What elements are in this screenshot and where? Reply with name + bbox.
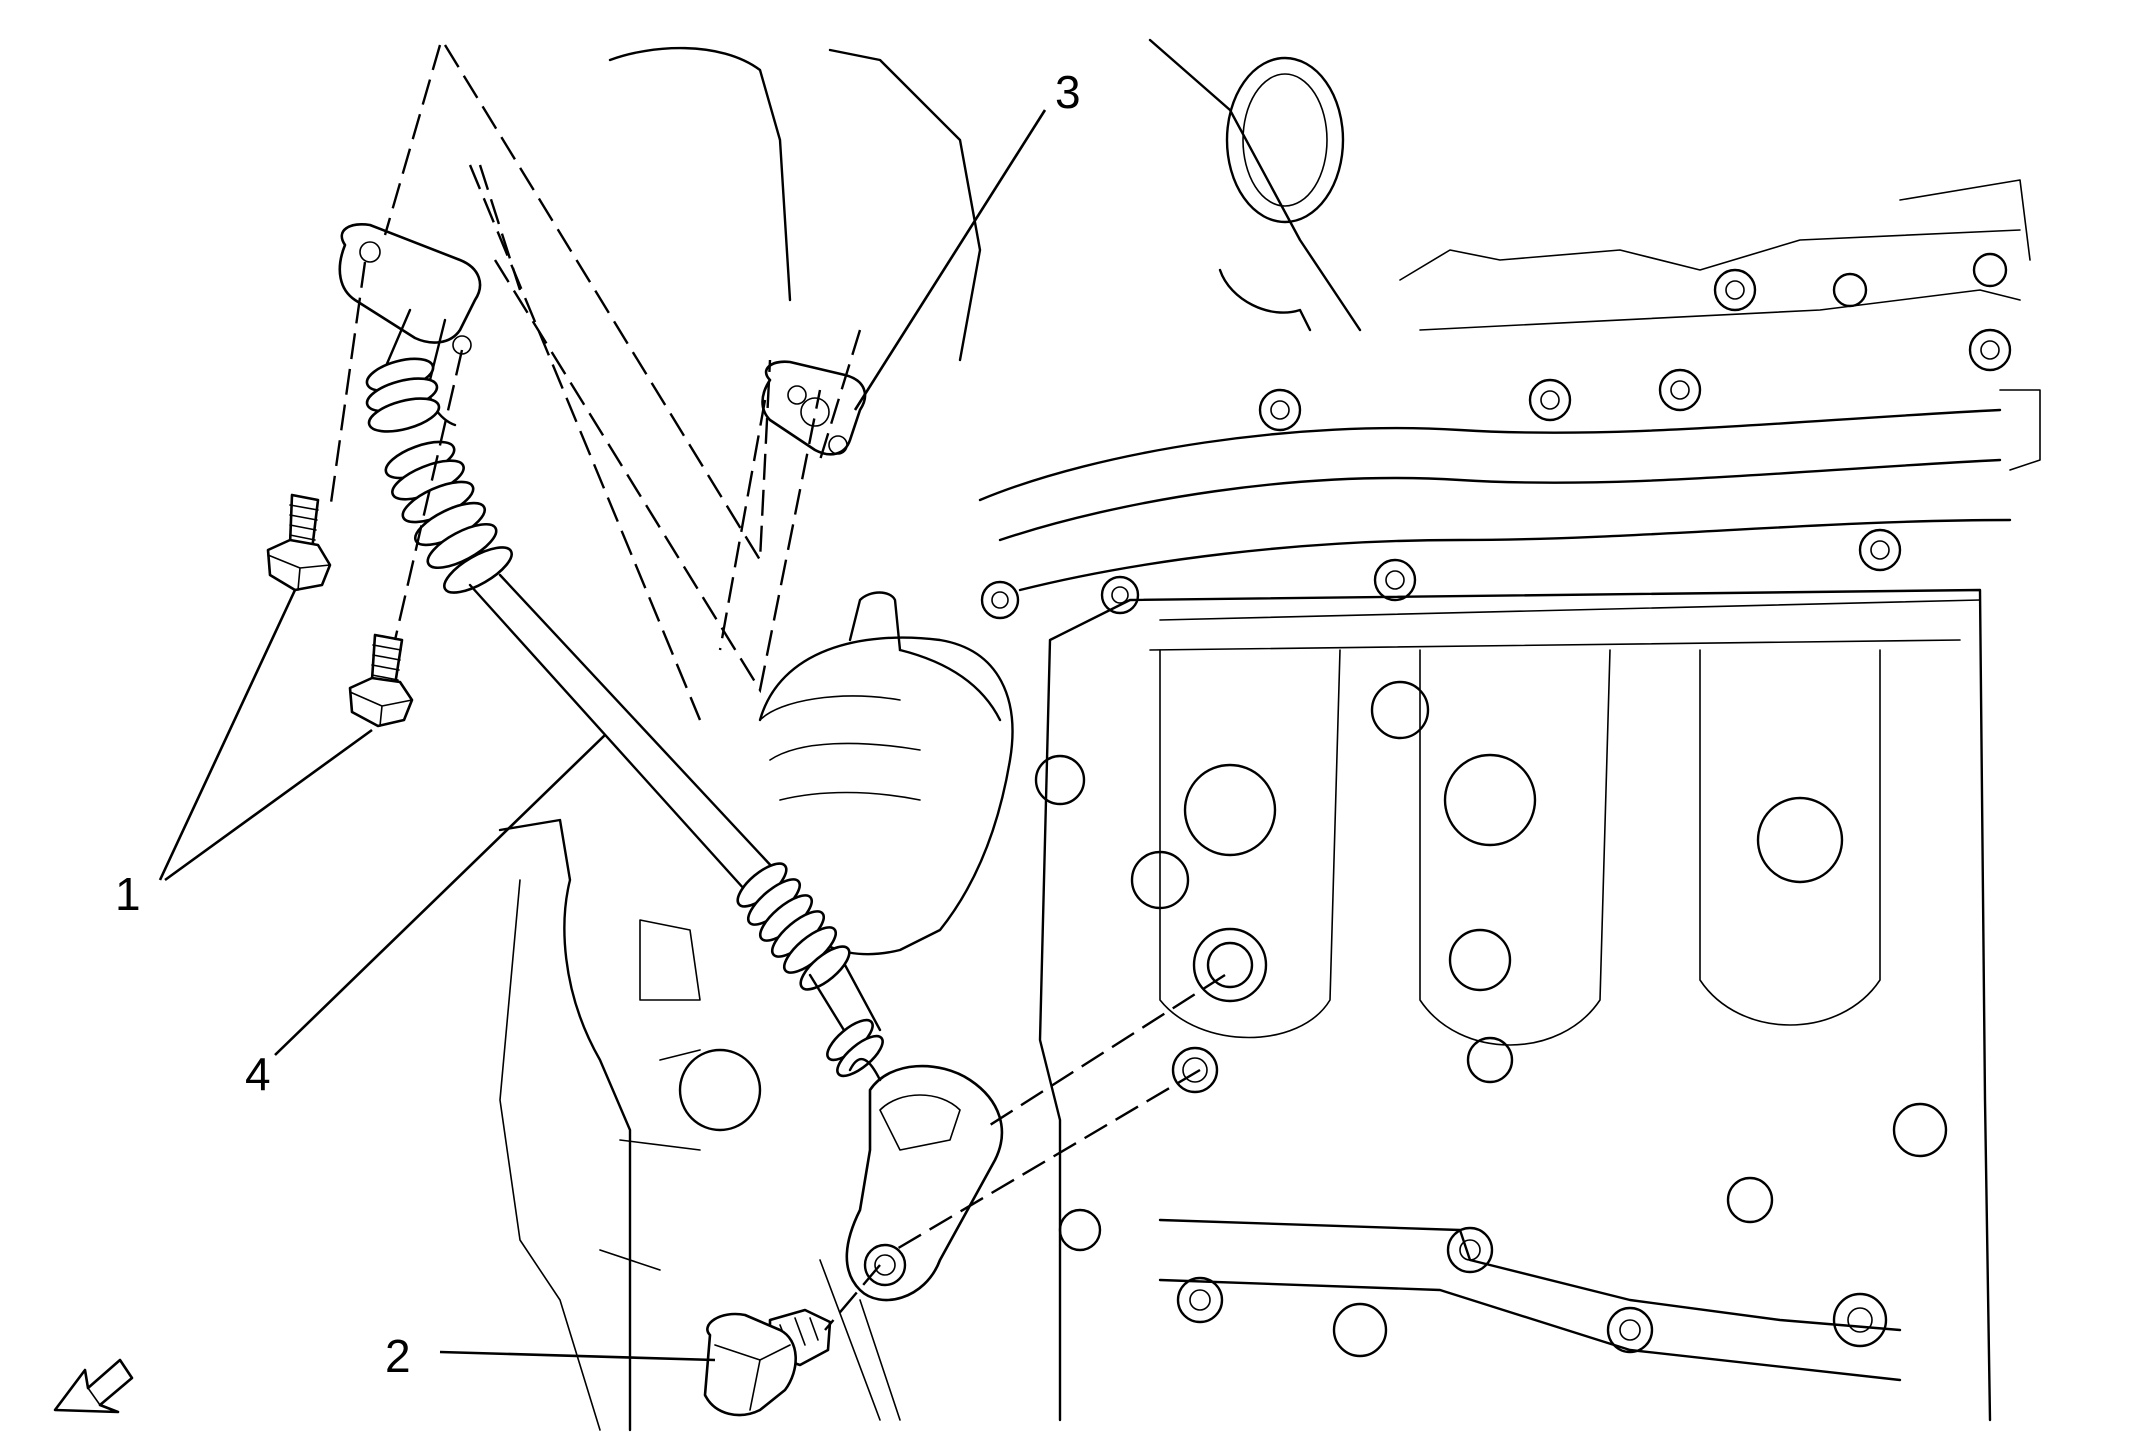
leader-1a [158,589,297,881]
upper-flange-bolts [266,493,414,728]
leader-2 [439,1350,716,1362]
callout-4: 4 [245,1048,271,1100]
callout-2: 2 [385,1330,411,1382]
block-oil-port [1171,927,1268,1094]
leader-1b [164,728,373,882]
bolt-upper-b [348,633,414,728]
view-direction-arrow-icon [53,1358,134,1414]
engine-block [498,38,2041,1432]
callout-1: 1 [115,868,141,920]
callout-3: 3 [1055,66,1081,118]
alignment-lines [328,44,1226,1331]
bolt-upper-a [266,493,332,592]
turbocharger-housing [758,591,1014,956]
lower-flange-bolt [703,1308,832,1417]
pipe-flex-coils-upper [365,357,513,594]
head-bolts [980,252,2012,620]
callout-leaders [158,109,1047,1362]
leader-4 [274,734,606,1056]
oil-feed-gasket [761,360,867,456]
leader-3 [853,109,1047,411]
pipe-flex-coils-lower [736,862,851,991]
turbo-oil-feed-pipe [338,223,1004,1302]
pipe-flex-coils-bottom [826,1018,884,1078]
